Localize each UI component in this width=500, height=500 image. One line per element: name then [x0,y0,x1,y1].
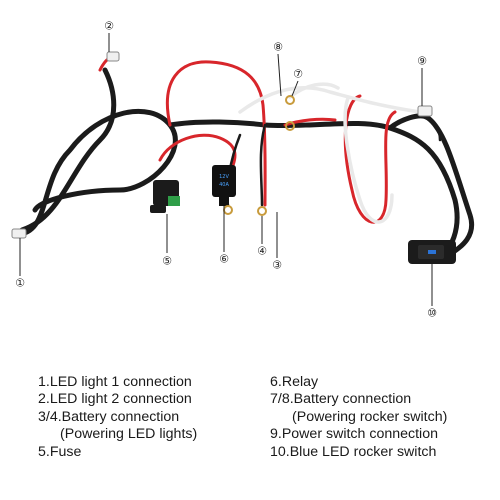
callout-9: ⑨ [417,55,427,68]
legend-item-9: 9.Power switch connection [270,426,438,443]
callout-1: ① [15,277,25,290]
callout-4: ④ [257,245,267,258]
white-wires [238,82,422,224]
red-wires [98,55,397,224]
callout-10: ⑩ [427,307,437,320]
callout-7: ⑦ [293,68,303,81]
callout-2: ② [104,20,114,33]
leader-lines [19,33,433,306]
legend-item-3-4-note: (Powering LED lights) [60,426,198,443]
callouts: ① ② ③ ④ ⑤ ⑥ ⑦ ⑧ ⑨ ⑩ [15,20,437,320]
legend-item-7-8-note: (Powering rocker switch) [292,408,448,425]
callout-6: ⑥ [219,253,229,266]
legend-item-10: 10.Blue LED rocker switch [270,443,437,460]
legend-item-6: 6.Relay [270,374,319,390]
legend-right-column: 6.Relay 7/8.Battery connection (Powering… [270,374,447,461]
svg-text:12V: 12V [219,174,229,180]
legend-item-7-8: 7/8.Battery connection [270,391,412,408]
legend-item-2: 2.LED light 2 connection [38,391,192,408]
legend-left-column: 1.LED light 1 connection 2.LED light 2 c… [38,374,197,461]
black-harness [17,67,475,261]
callout-3: ③ [272,259,282,272]
rocker-switch [408,240,456,264]
callout-5: ⑤ [162,255,172,268]
callout-8: ⑧ [273,41,283,54]
legend-item-1: 1.LED light 1 connection [38,374,192,390]
led-connectors [11,51,433,239]
fuse-holder [150,180,180,213]
legend-item-3-4: 3/4.Battery connection [38,408,180,425]
relay: 12V 40A [212,165,236,206]
svg-text:40A: 40A [219,182,229,188]
legend-item-5: 5.Fuse [38,443,82,460]
wiring-harness-diagram: 12V 40A ① ② ③ ④ ⑤ ⑥ [11,20,475,320]
